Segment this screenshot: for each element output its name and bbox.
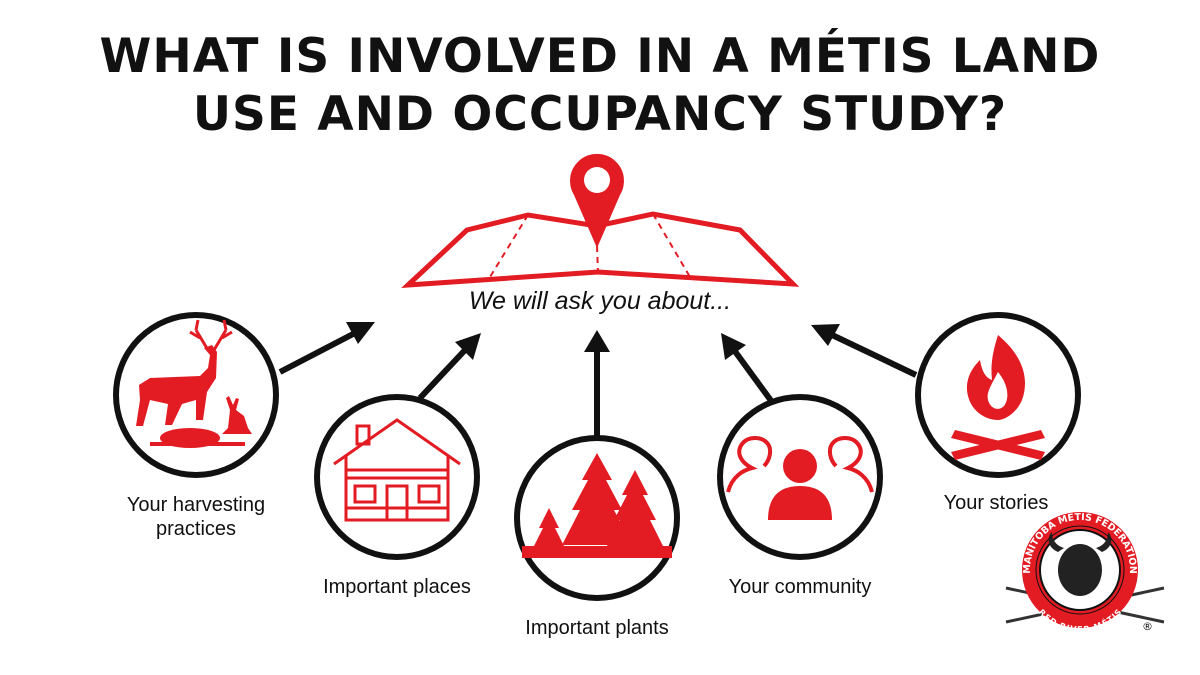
arrows xyxy=(278,322,918,437)
bison-icon xyxy=(1048,532,1112,596)
label-stories: Your stories xyxy=(943,492,1049,514)
label-harvesting-line-2: practices xyxy=(155,518,237,540)
arrow-harvesting xyxy=(278,330,357,375)
trees-icon xyxy=(522,453,672,558)
topic-circle-places xyxy=(314,394,480,560)
label-harvesting: Your harvesting practices xyxy=(96,493,296,541)
arrow-places xyxy=(417,346,469,401)
topic-circle-harvesting xyxy=(113,312,279,478)
topic-circle-stories xyxy=(915,312,1081,478)
community-icon xyxy=(726,436,874,520)
topic-circle-community xyxy=(717,394,883,560)
label-plants: Important plants xyxy=(525,617,669,639)
title-line-2: USE AND OCCUPANCY STUDY? xyxy=(192,87,1008,142)
campfire-icon xyxy=(951,335,1045,460)
deer-rabbit-icon xyxy=(136,319,252,448)
topic-circle-plants xyxy=(514,435,680,601)
arrow-community xyxy=(731,348,775,404)
mmf-logo xyxy=(1005,512,1165,628)
page-title: WHAT IS INVOLVED IN A MÉTIS LAND USE AND… xyxy=(0,28,1200,144)
arrow-stories xyxy=(828,331,918,378)
subtitle: We will ask you about... xyxy=(468,287,732,315)
label-places: Important places xyxy=(323,576,471,598)
label-community: Your community xyxy=(728,576,872,598)
location-pin-icon xyxy=(570,153,625,248)
label-harvesting-line-1: Your harvesting xyxy=(126,494,266,516)
cabin-icon xyxy=(333,418,461,522)
map-icon xyxy=(401,211,800,288)
title-line-1: WHAT IS INVOLVED IN A MÉTIS LAND xyxy=(99,29,1101,84)
